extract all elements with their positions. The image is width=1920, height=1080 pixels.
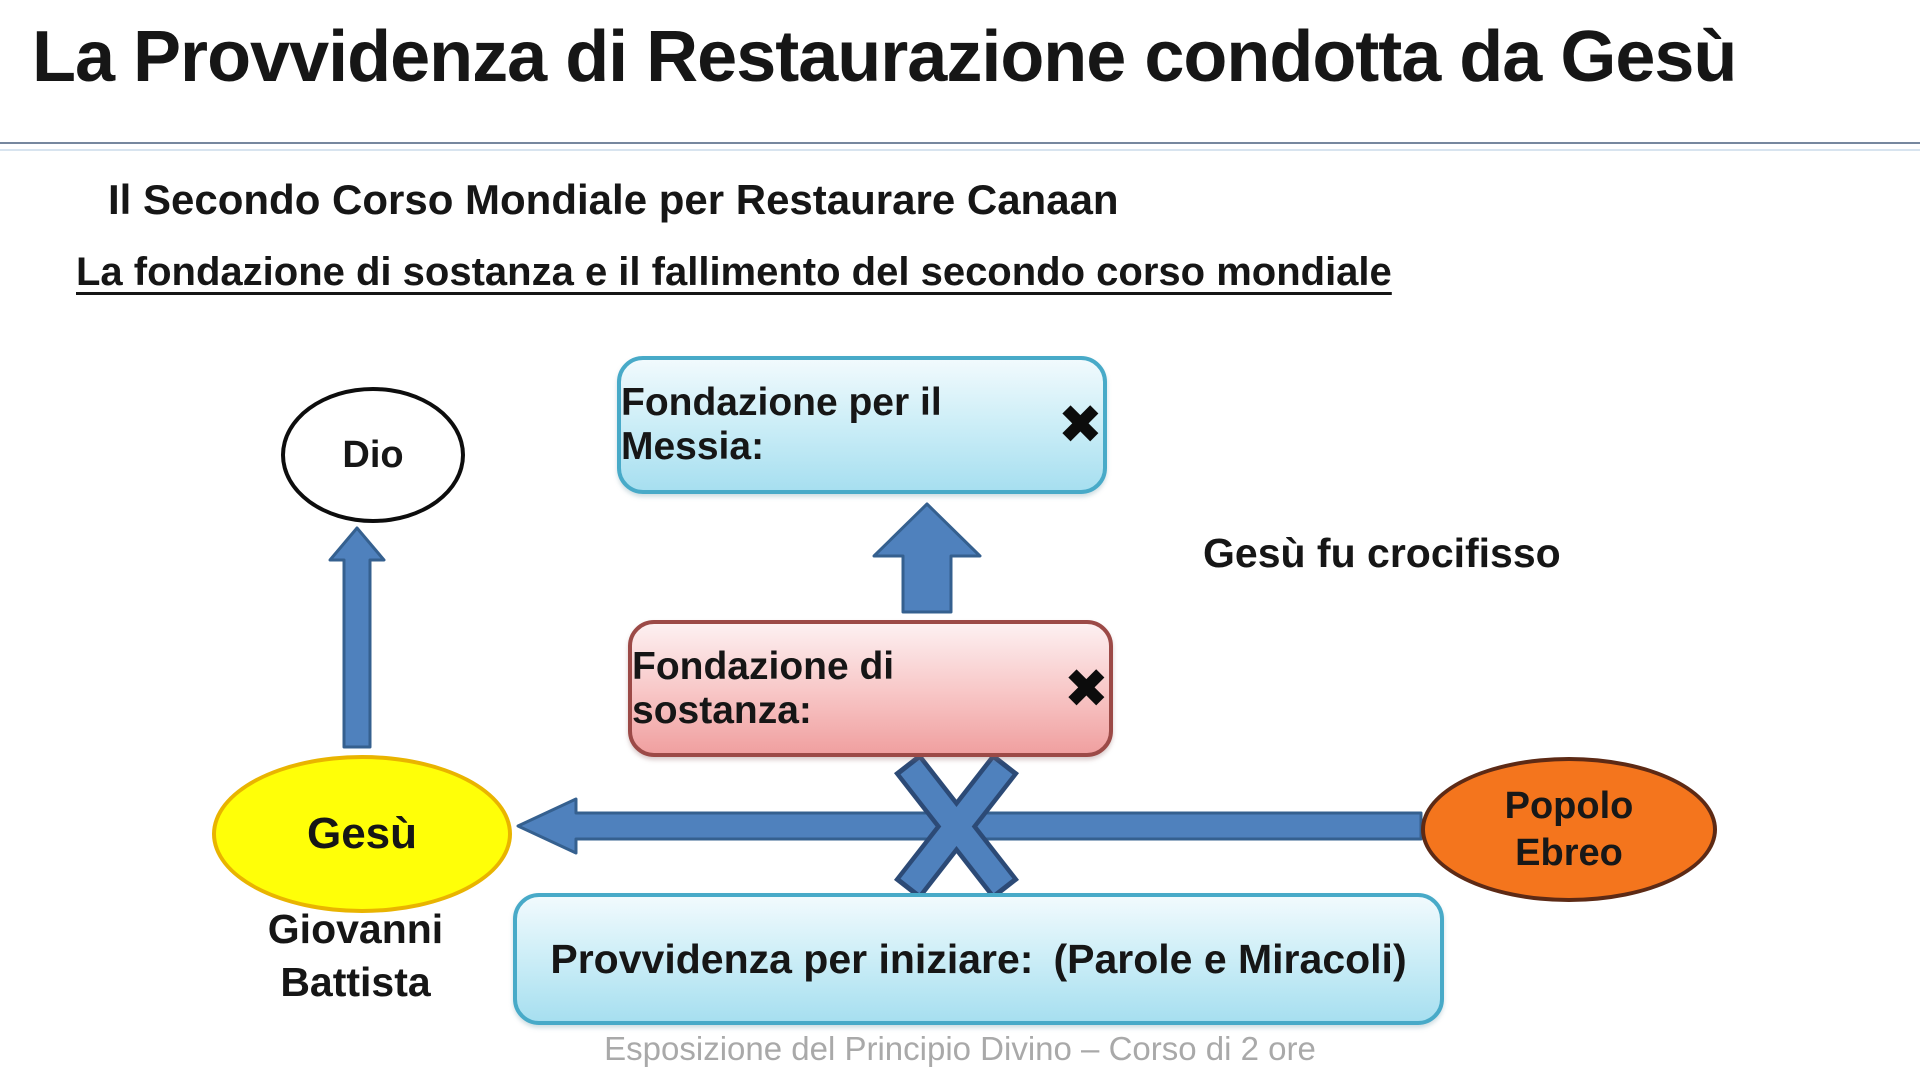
node-popolo-ebreo: Popolo Ebreo — [1421, 757, 1717, 902]
box-provvidenza-iniziare: Provvidenza per iniziare: (Parole e Mira… — [513, 893, 1444, 1025]
footer-text: Esposizione del Principio Divino – Corso… — [604, 1030, 1316, 1067]
popolo-line1: Popolo — [1504, 785, 1634, 828]
node-popolo-ebreo-label: Popolo Ebreo — [1505, 783, 1634, 876]
x-cross-icon — [893, 752, 1020, 901]
node-gesu: Gesù — [212, 755, 512, 913]
title-divider — [0, 142, 1920, 144]
giovanni-line1: Giovanni — [267, 906, 444, 952]
slide-title: La Provvidenza di Restaurazione condotta… — [32, 17, 1737, 97]
box-fondazione-sostanza-label: Fondazione di sostanza: — [632, 644, 895, 732]
annotation-gesu-crocifisso: Gesù fu crocifisso — [1203, 530, 1561, 576]
arrow-sostanza-to-messia — [872, 502, 982, 614]
box-provvidenza-iniziare-detail: (Parole e Miracoli) — [1053, 935, 1407, 982]
node-dio-label: Dio — [342, 433, 404, 476]
node-gesu-label: Gesù — [306, 809, 418, 858]
label-giovanni-battista: Giovanni Battista — [223, 903, 488, 1010]
arrow-gesu-to-dio — [328, 526, 386, 749]
box-provvidenza-iniziare-label: Provvidenza per iniziare: — [550, 935, 1034, 982]
node-dio: Dio — [281, 387, 465, 523]
title-divider-highlight — [0, 149, 1920, 151]
box-fondazione-messia: Fondazione per il Messia: ✖ — [617, 356, 1107, 494]
x-mark-icon: ✖ — [1057, 393, 1103, 456]
popolo-line2: Ebreo — [1515, 831, 1623, 874]
subtitle: Il Secondo Corso Mondiale per Restaurare… — [108, 176, 1119, 223]
box-fondazione-messia-label: Fondazione per il Messia: — [621, 381, 942, 468]
giovanni-line2: Battista — [280, 959, 431, 1006]
box-fondazione-sostanza: Fondazione di sostanza: ✖ — [628, 620, 1113, 757]
x-mark-icon: ✖ — [1063, 656, 1109, 720]
section-heading: La fondazione di sostanza e il falliment… — [76, 250, 1392, 294]
